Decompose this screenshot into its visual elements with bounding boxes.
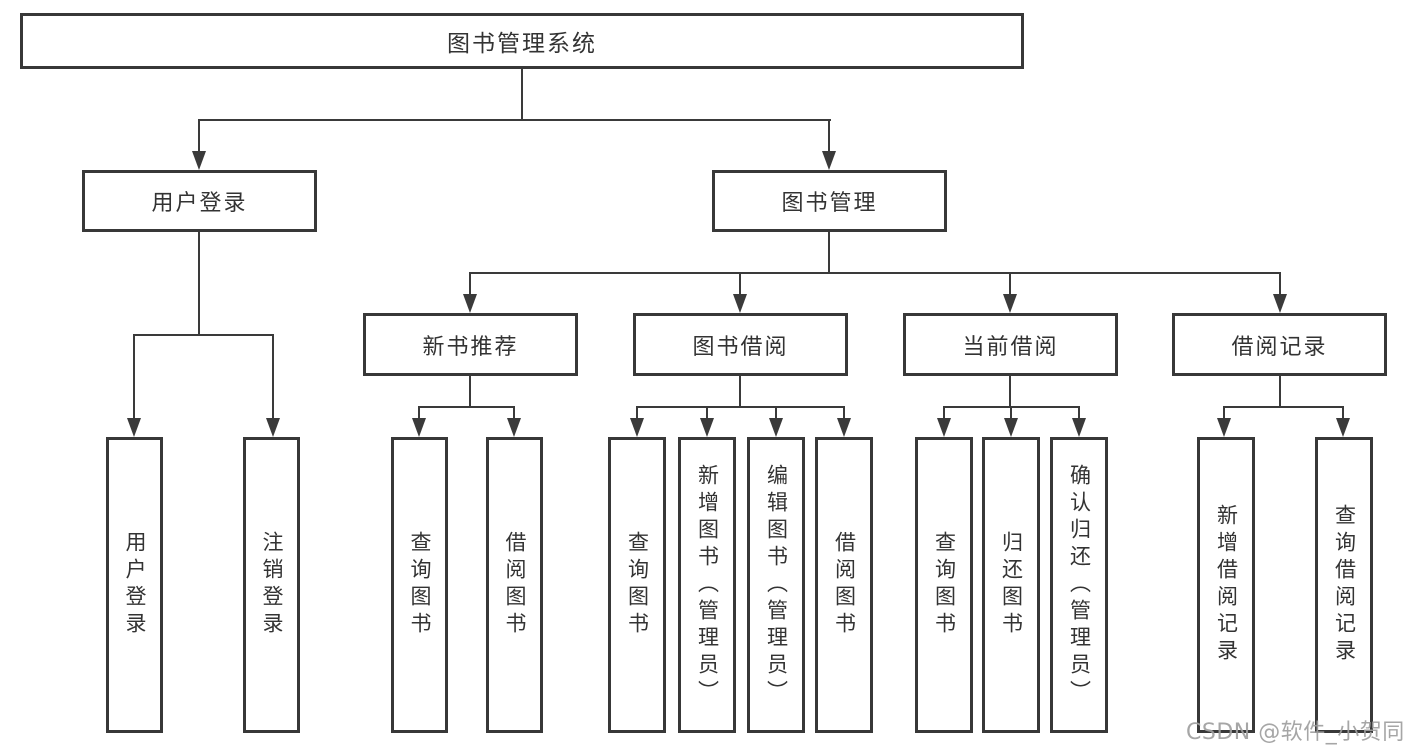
connector-line — [521, 69, 523, 121]
node-label: 新书推荐 — [422, 334, 519, 360]
node-library-management-system: 图书管理系统 — [20, 13, 1024, 69]
node-label: 当前借阅 — [962, 334, 1059, 360]
connector-line — [843, 406, 845, 420]
arrow-down-icon — [1273, 294, 1287, 313]
node-current-borrow: 当前借阅 — [903, 313, 1118, 376]
connector-line — [1279, 376, 1281, 408]
arrow-down-icon — [700, 418, 714, 437]
leaf-user-login: 用户登录 — [106, 437, 163, 733]
leaf-query-books: 查询图书 — [915, 437, 973, 733]
connector-line — [636, 406, 844, 408]
leaf-label: 借阅图书 — [832, 531, 857, 639]
connector-line — [943, 406, 945, 420]
arrow-down-icon — [192, 151, 206, 170]
leaf-add-borrow-record: 新增借阅记录 — [1197, 437, 1255, 733]
arrow-down-icon — [1004, 418, 1018, 437]
connector-line — [828, 119, 830, 153]
connector-line — [1009, 376, 1011, 408]
connector-line — [272, 334, 274, 420]
node-user-login: 用户登录 — [82, 170, 317, 232]
connector-line — [469, 272, 471, 296]
leaf-label: 归还图书 — [999, 531, 1024, 639]
leaf-label: 查询图书 — [408, 531, 432, 639]
arrow-down-icon — [1072, 418, 1086, 437]
connector-line — [199, 119, 831, 121]
arrow-down-icon — [266, 418, 280, 437]
connector-line — [1223, 406, 1344, 408]
connector-line — [636, 406, 638, 420]
leaf-label: 新增图书（管理员） — [695, 463, 720, 707]
leaf-query-books: 查询图书 — [391, 437, 448, 733]
connector-line — [1223, 406, 1225, 420]
node-label: 用户登录 — [151, 191, 248, 216]
arrow-down-icon — [127, 418, 141, 437]
leaf-label: 编辑图书（管理员） — [764, 463, 789, 707]
leaf-borrow-books: 借阅图书 — [486, 437, 543, 733]
arrow-down-icon — [507, 418, 521, 437]
connector-line — [828, 232, 830, 274]
arrow-down-icon — [463, 294, 477, 313]
connector-line — [133, 334, 135, 420]
connector-line — [1279, 272, 1281, 296]
connector-line — [739, 376, 741, 408]
csdn-watermark: CSDN @软件_小贺同学 — [1186, 720, 1405, 745]
connector-line — [775, 406, 777, 420]
connector-line — [739, 272, 741, 296]
leaf-label: 用户登录 — [123, 531, 147, 639]
leaf-return-books: 归还图书 — [982, 437, 1040, 733]
leaf-logout: 注销登录 — [243, 437, 300, 733]
connector-line — [1009, 272, 1011, 296]
arrow-down-icon — [822, 151, 836, 170]
arrow-down-icon — [837, 418, 851, 437]
connector-line — [706, 406, 708, 420]
connector-line — [418, 406, 515, 408]
arrow-down-icon — [412, 418, 426, 437]
leaf-label: 查询图书 — [932, 531, 957, 639]
arrow-down-icon — [1003, 294, 1017, 313]
connector-line — [470, 272, 1281, 274]
leaf-edit-books-admin: 编辑图书（管理员） — [747, 437, 805, 733]
node-new-book-recommend: 新书推荐 — [363, 313, 578, 376]
leaf-label: 查询图书 — [625, 531, 650, 639]
connector-line — [1010, 406, 1012, 420]
connector-line — [1078, 406, 1080, 420]
arrow-down-icon — [1336, 418, 1350, 437]
connector-line — [1342, 406, 1344, 420]
connector-line — [469, 376, 471, 408]
node-label: 图书管理系统 — [447, 31, 597, 57]
leaf-label: 确认归还（管理员） — [1067, 463, 1092, 707]
connector-line — [513, 406, 515, 420]
leaf-label: 新增借阅记录 — [1214, 504, 1239, 666]
leaf-confirm-return-admin: 确认归还（管理员） — [1050, 437, 1108, 733]
arrow-down-icon — [733, 294, 747, 313]
connector-line — [198, 232, 200, 336]
node-label: 图书借阅 — [692, 334, 789, 360]
leaf-label: 查询借阅记录 — [1332, 504, 1357, 666]
node-label: 图书管理 — [781, 191, 878, 216]
arrow-down-icon — [769, 418, 783, 437]
connector-line — [418, 406, 420, 420]
leaf-add-books-admin: 新增图书（管理员） — [678, 437, 736, 733]
connector-line — [198, 119, 200, 153]
node-book-borrow: 图书借阅 — [633, 313, 848, 376]
leaf-borrow-books: 借阅图书 — [815, 437, 873, 733]
leaf-label: 借阅图书 — [503, 531, 527, 639]
node-borrow-records: 借阅记录 — [1172, 313, 1387, 376]
arrow-down-icon — [937, 418, 951, 437]
node-label: 借阅记录 — [1231, 334, 1328, 360]
arrow-down-icon — [630, 418, 644, 437]
leaf-label: 注销登录 — [260, 531, 284, 639]
leaf-query-borrow-record: 查询借阅记录 — [1315, 437, 1373, 733]
node-book-management: 图书管理 — [712, 170, 947, 232]
connector-line — [133, 334, 274, 336]
leaf-query-books: 查询图书 — [608, 437, 666, 733]
arrow-down-icon — [1217, 418, 1231, 437]
